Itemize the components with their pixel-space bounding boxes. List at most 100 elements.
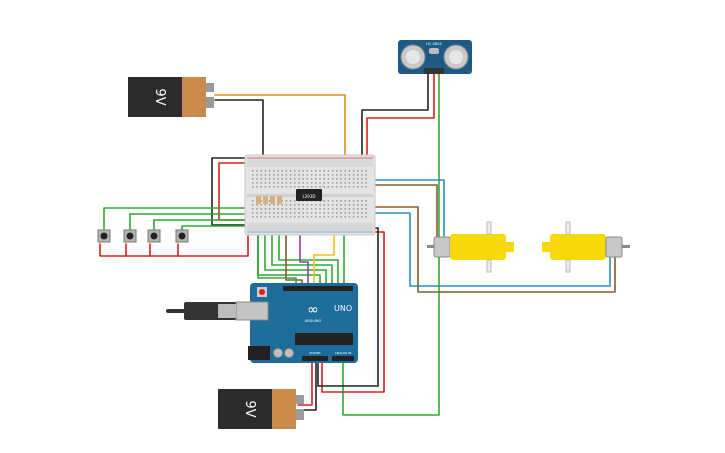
breadboard-hole (344, 204, 346, 206)
arduino-digital-header (283, 286, 353, 291)
breadboard-hole (268, 174, 271, 176)
breadboard-hole (285, 200, 288, 202)
breadboard-hole (365, 182, 367, 184)
motor-right-gearbox (550, 234, 606, 260)
breadboard-hole (348, 216, 351, 218)
breadboard-hole (331, 182, 334, 184)
breadboard-hole (273, 216, 275, 218)
battery-bottom[interactable]: 9V (218, 389, 304, 429)
breadboard-hole (264, 186, 267, 188)
breadboard-hole (344, 182, 346, 184)
breadboard-hole (298, 216, 300, 218)
breadboard-hole (298, 182, 300, 184)
breadboard-hole (315, 212, 317, 214)
breadboard-hole (352, 208, 355, 210)
breadboard-hole (260, 174, 262, 176)
breadboard-hole (331, 212, 334, 214)
breadboard-hole (302, 216, 304, 218)
breadboard-hole (352, 200, 355, 202)
push-button-4[interactable] (175, 229, 189, 243)
breadboard-hole (302, 178, 304, 180)
battery-top-body (128, 77, 184, 117)
breadboard-hole (340, 216, 342, 218)
breadboard-hole (331, 216, 334, 218)
breadboard-hole (323, 174, 325, 176)
arduino-uno[interactable]: ∞ UNO ARDUINO POWER ANALOG IN (235, 283, 358, 363)
breadboard-hole (340, 212, 342, 214)
wire-arduino-red-right (321, 231, 385, 393)
breadboard-hole (281, 182, 283, 184)
breadboard-hole (344, 174, 346, 176)
breadboard-hole (277, 186, 279, 188)
breadboard-hole (357, 170, 359, 172)
breadboard-hole (365, 200, 367, 202)
dc-motor-right[interactable] (542, 221, 630, 273)
breadboard-hole (289, 170, 292, 172)
breadboard-hole (260, 208, 262, 210)
breadboard-hole (319, 170, 321, 172)
battery-top-label: 9V (152, 88, 167, 105)
breadboard-hole (281, 204, 283, 206)
battery-top[interactable]: 9V (128, 77, 214, 117)
breadboard-hole (273, 178, 275, 180)
breadboard-hole (298, 208, 300, 210)
breadboard-hole (273, 182, 275, 184)
breadboard-hole (285, 204, 288, 206)
breadboard-hole (323, 182, 325, 184)
breadboard-hole (294, 216, 296, 218)
breadboard-hole (348, 204, 351, 206)
breadboard-hole (357, 212, 359, 214)
wire-battery-top-orange (214, 94, 346, 161)
battery-bottom-body (218, 389, 274, 429)
breadboard-hole (340, 170, 342, 172)
breadboard-hole (315, 216, 317, 218)
breadboard-hole (285, 178, 288, 180)
ultrasonic-sensor[interactable]: HC-SR04 (398, 40, 472, 74)
battery-top-cap (182, 77, 206, 117)
breadboard-hole (327, 216, 330, 218)
breadboard-hole (361, 216, 363, 218)
breadboard-hole (352, 178, 355, 180)
breadboard-hole (268, 170, 271, 172)
breadboard-hole (327, 182, 330, 184)
usb-cable (166, 302, 236, 320)
arduino-logo-text: UNO (334, 304, 352, 313)
motor-right-can (605, 236, 623, 258)
breadboard-hole (289, 186, 292, 188)
breadboard-hole (336, 170, 338, 172)
breadboard-hole (323, 170, 325, 172)
breadboard-hole (315, 208, 317, 210)
dc-motor-left[interactable] (427, 221, 514, 273)
push-button-1[interactable] (97, 229, 111, 243)
motor-driver-body (296, 189, 322, 201)
breadboard-hole (277, 178, 279, 180)
motor-left-axle-top (486, 221, 492, 235)
breadboard-hole (336, 182, 338, 184)
push-button-3[interactable] (147, 229, 161, 243)
push-buttons (97, 229, 189, 243)
breadboard-hole (294, 174, 296, 176)
breadboard-hole (273, 212, 275, 214)
breadboard-hole (273, 208, 275, 210)
breadboard-hole (323, 216, 325, 218)
motor-driver-chip[interactable]: L293D (296, 189, 322, 201)
battery-bottom-cap (272, 389, 296, 429)
wire-button-2-green (129, 213, 251, 233)
breadboard-hole (336, 204, 338, 206)
breadboard-hole (352, 204, 355, 206)
breadboard-hole (340, 174, 342, 176)
push-button-2[interactable] (123, 229, 137, 243)
breadboard-hole (289, 200, 292, 202)
usb-plug-head (218, 304, 236, 318)
breadboard-hole (306, 216, 309, 218)
breadboard-hole (298, 204, 300, 206)
breadboard-hole (306, 208, 309, 210)
breadboard-hole (281, 212, 283, 214)
wire-bb-arduino-green-4 (278, 231, 339, 289)
breadboard-hole (361, 208, 363, 210)
breadboard-hole (336, 208, 338, 210)
breadboard-hole (352, 170, 355, 172)
breadboard-hole (365, 174, 367, 176)
breadboard-hole (268, 204, 271, 206)
